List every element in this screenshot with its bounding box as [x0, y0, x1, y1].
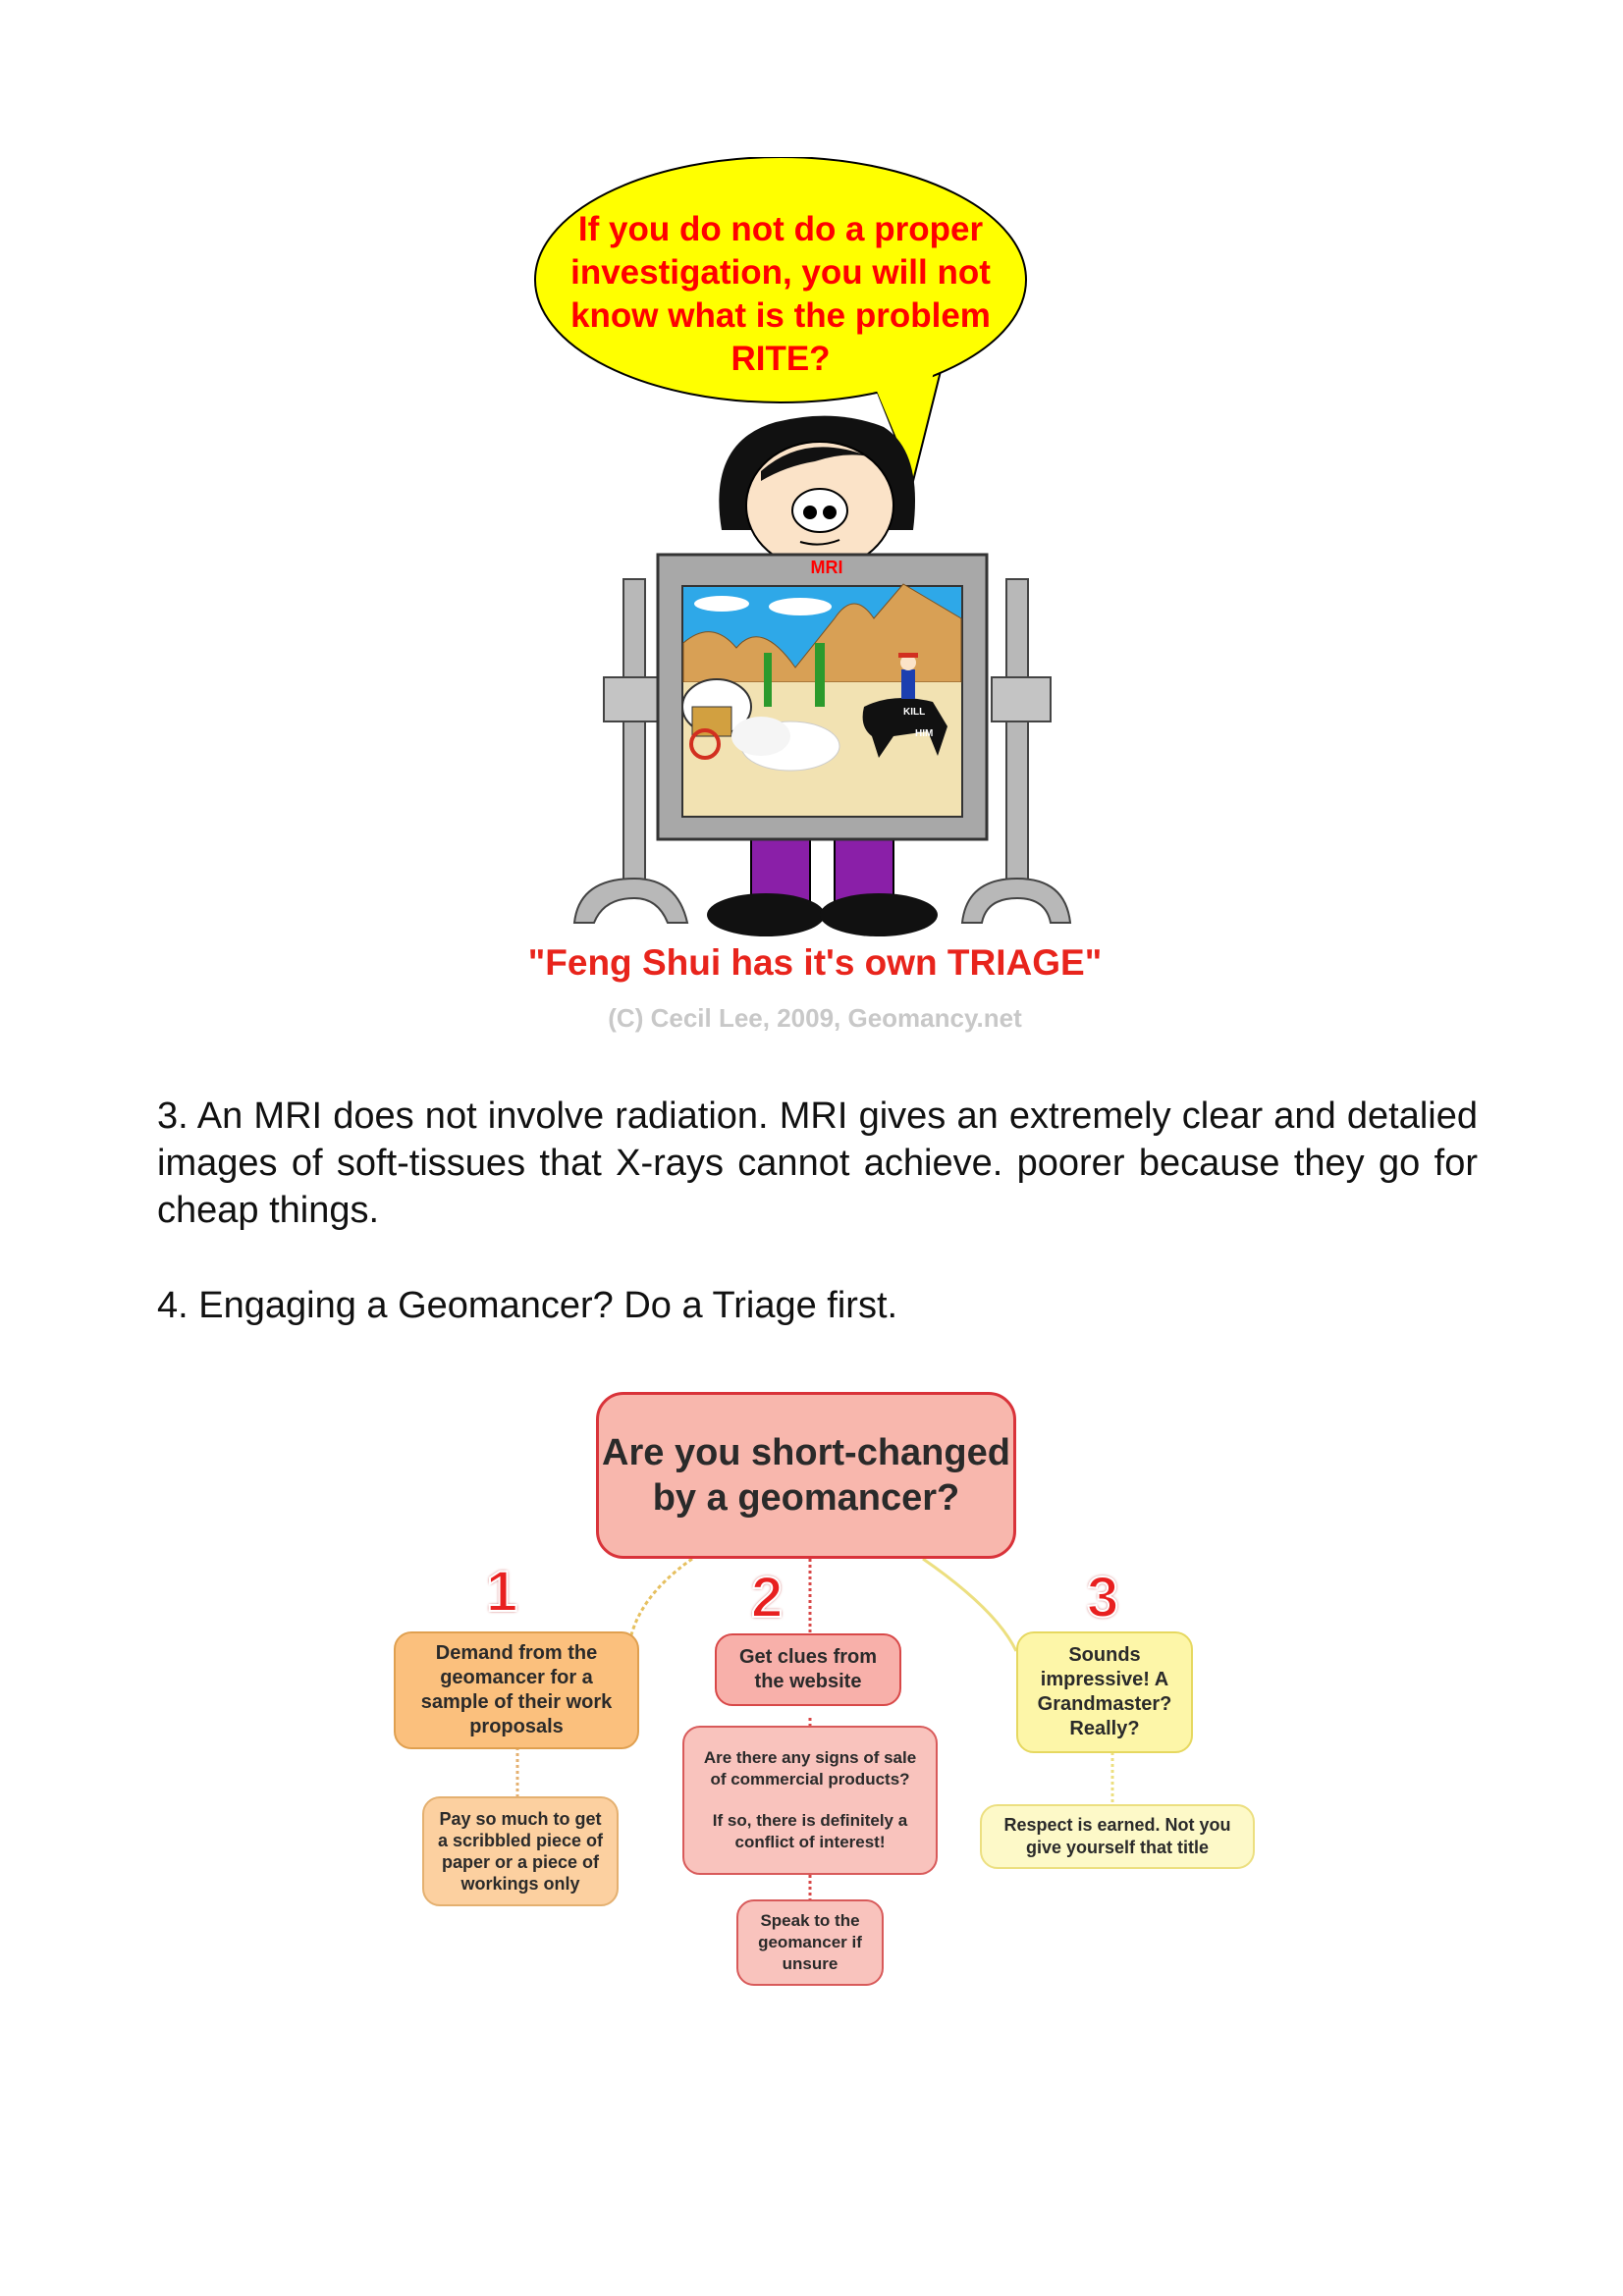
branch-2-node: Get clues from the website: [715, 1633, 901, 1706]
speech-bubble: [534, 157, 1027, 403]
copyright-notice: (C) Cecil Lee, 2009, Geomancy.net: [608, 1003, 1022, 1033]
cartoon-caption: "Feng Shui has it's own TRIAGE": [527, 942, 1103, 983]
kill-label: KILL: [903, 707, 926, 718]
mri-label: MRI: [810, 558, 843, 577]
branch-1-node: Demand from the geomancer for a sample o…: [394, 1631, 639, 1749]
branch-number-2: 2: [750, 1565, 784, 1630]
paragraph-4: 4. Engaging a Geomancer? Do a Triage fir…: [157, 1285, 898, 1326]
mri-cartoon: If you do not do a proper investigation,…: [481, 157, 1149, 1060]
paragraph-3: 3. An MRI does not involve radiation. MR…: [157, 1095, 1478, 1231]
branch-number-1: 1: [485, 1559, 518, 1625]
branch-2-child-answer: If so, there is definitely a conflict of…: [712, 1811, 908, 1851]
cartoon-illustration: [534, 157, 1072, 936]
mindmap-main-question: Are you short-changed by a geomancer?: [596, 1392, 1016, 1559]
triage-mindmap: Are you short-changed by a geomancer? 1 …: [388, 1384, 1271, 1993]
branch-number-3: 3: [1086, 1565, 1119, 1630]
branch-2-child-node: Are there any signs of sale of commercia…: [682, 1726, 938, 1875]
speech-bubble-text: If you do not do a proper investigation,…: [570, 210, 991, 378]
branch-1-child-node: Pay so much to get a scribbled piece of …: [422, 1796, 619, 1906]
branch-2-child-question: Are there any signs of sale of commercia…: [703, 1748, 917, 1789]
branch-2-grandchild-node: Speak to the geomancer if unsure: [736, 1899, 884, 1986]
branch-3-node: Sounds impressive! A Grandmaster? Really…: [1016, 1631, 1193, 1753]
him-label: HIM: [915, 728, 934, 739]
branch-3-child-node: Respect is earned. Not you give yourself…: [980, 1804, 1255, 1869]
